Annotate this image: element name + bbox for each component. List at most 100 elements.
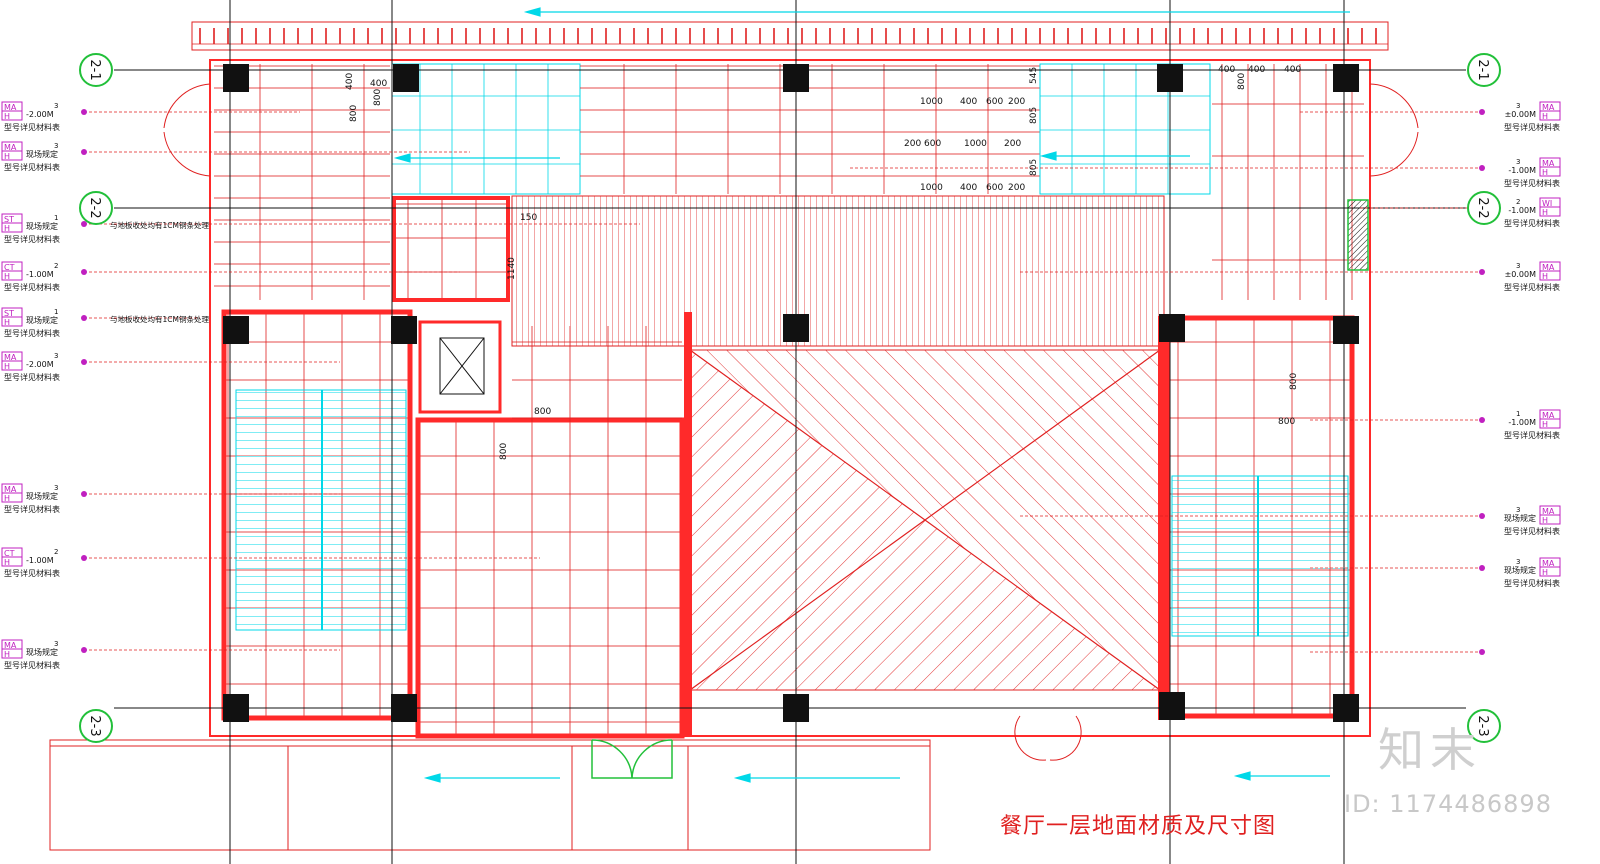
leader-dot bbox=[81, 109, 87, 115]
tag-num: 3 bbox=[54, 352, 58, 360]
tag-code1: MA bbox=[4, 641, 17, 650]
tag-code1: MA bbox=[1542, 559, 1555, 568]
tag-code2: H bbox=[4, 224, 10, 233]
tag-code2: H bbox=[4, 318, 10, 327]
tag-level: -1.00M bbox=[1508, 418, 1536, 427]
tag-code1: WI bbox=[1542, 199, 1552, 208]
tag-code2: H bbox=[1542, 568, 1548, 577]
leader-dot bbox=[81, 315, 87, 321]
structural-column bbox=[223, 316, 249, 344]
leader-dot bbox=[81, 647, 87, 653]
tag-code1: ST bbox=[4, 215, 14, 224]
wall-segment bbox=[1158, 316, 1166, 720]
tag-level: -1.00M bbox=[1508, 166, 1536, 175]
tag-code2: H bbox=[1542, 516, 1548, 525]
tag-code1: MA bbox=[1542, 507, 1555, 516]
dim-label: 600 bbox=[924, 139, 941, 149]
dim-label: 1140 bbox=[507, 257, 517, 280]
tag-level: 现场规定 bbox=[26, 491, 58, 501]
tag-code2: H bbox=[4, 152, 10, 161]
dim-label: 400 bbox=[1218, 65, 1235, 75]
tag-level: 现场规定 bbox=[26, 647, 58, 657]
grid-bubble-label: 2-1 bbox=[87, 59, 102, 80]
leader-dot bbox=[81, 555, 87, 561]
leader-dot bbox=[81, 491, 87, 497]
dim-label: 600 bbox=[986, 183, 1003, 193]
tag-note: 型号详见材料表 bbox=[4, 372, 60, 382]
tag-note: 型号详见材料表 bbox=[4, 122, 60, 132]
tag-code1: MA bbox=[4, 143, 17, 152]
tag-note: 型号详见材料表 bbox=[1504, 122, 1560, 132]
dim-label: 400 bbox=[370, 79, 387, 89]
tag-level: 现场规定 bbox=[26, 315, 58, 325]
grid-bubble-label: 2-2 bbox=[1475, 197, 1490, 218]
leader-dot bbox=[1479, 417, 1485, 423]
dim-label: 200 bbox=[1004, 139, 1021, 149]
tag-code2: H bbox=[4, 362, 10, 371]
dim-label: 1000 bbox=[920, 97, 943, 107]
leader-dot bbox=[81, 359, 87, 365]
tag-num: 3 bbox=[54, 640, 58, 648]
tag-level: 现场规定 bbox=[1504, 565, 1536, 575]
tag-num: 1 bbox=[54, 214, 58, 222]
tag-level: ±0.00M bbox=[1505, 110, 1537, 119]
tile-zone-upper-right bbox=[1212, 64, 1364, 300]
structural-column bbox=[1333, 316, 1359, 344]
material-tag: MAH 3-2.00M 型号详见材料表 bbox=[1, 351, 60, 382]
tag-code1: MA bbox=[1542, 411, 1555, 420]
tag-level: 现场规定 bbox=[26, 149, 58, 159]
grid-bubble-label: 2-3 bbox=[87, 715, 102, 736]
tile-hall-upper bbox=[512, 326, 682, 422]
tag-note: 型号详见材料表 bbox=[1504, 218, 1560, 228]
drawing-title: 餐厅一层地面材质及尺寸图 bbox=[1000, 814, 1277, 839]
grid-bubble-label: 2-1 bbox=[1475, 59, 1490, 80]
tag-code2: H bbox=[4, 650, 10, 659]
tag-note: 型号详见材料表 bbox=[1504, 526, 1560, 536]
small-room bbox=[392, 196, 510, 302]
tag-code1: MA bbox=[4, 353, 17, 362]
herringbone-hall bbox=[689, 349, 1161, 691]
dim-label: 200 bbox=[904, 139, 921, 149]
dim-label: 400 bbox=[1248, 65, 1265, 75]
bottom-terrace bbox=[49, 739, 931, 851]
tag-num: 3 bbox=[54, 142, 58, 150]
tag-num: 2 bbox=[54, 262, 58, 270]
tag-note: 型号详见材料表 bbox=[1504, 282, 1560, 292]
tag-note: 型号详见材料表 bbox=[4, 162, 60, 172]
dim-label: 200 bbox=[1008, 97, 1025, 107]
tag-level: 现场规定 bbox=[1504, 513, 1536, 523]
dim-label: 805 bbox=[1029, 159, 1039, 176]
dim-label: 800 bbox=[1289, 373, 1299, 390]
leader-dot bbox=[1479, 565, 1485, 571]
tag-num: 3 bbox=[1516, 102, 1520, 110]
dim-label: 805 bbox=[1029, 107, 1039, 124]
tag-code1: CT bbox=[4, 263, 15, 272]
structural-column bbox=[1159, 314, 1185, 342]
green-hatch-column bbox=[1347, 199, 1369, 271]
cyan-grid-upper-left bbox=[392, 64, 580, 194]
tag-num: 3 bbox=[54, 484, 58, 492]
leader-dot bbox=[1479, 513, 1485, 519]
elevator bbox=[418, 320, 502, 414]
tag-code1: MA bbox=[4, 103, 17, 112]
dim-label: 150 bbox=[520, 213, 537, 223]
tag-level: -2.00M bbox=[26, 360, 54, 369]
dim-label: 400 bbox=[1284, 65, 1301, 75]
tag-note: 型号详见材料表 bbox=[1504, 430, 1560, 440]
dim-label: 600 bbox=[986, 97, 1003, 107]
tile-hall-center-left bbox=[415, 417, 685, 739]
tag-note: 型号详见材料表 bbox=[4, 568, 60, 578]
tag-code2: H bbox=[1542, 420, 1548, 429]
structural-column bbox=[393, 64, 419, 92]
dim-label: 800 bbox=[1237, 73, 1247, 90]
dim-label: 800 bbox=[373, 89, 383, 106]
dim-label: 800 bbox=[499, 443, 509, 460]
dimension-labels: 400 800 400 800 1000 400 600 200 200 600… bbox=[345, 65, 1301, 460]
tag-level: -1.00M bbox=[26, 270, 54, 279]
tag-code2: H bbox=[4, 558, 10, 567]
